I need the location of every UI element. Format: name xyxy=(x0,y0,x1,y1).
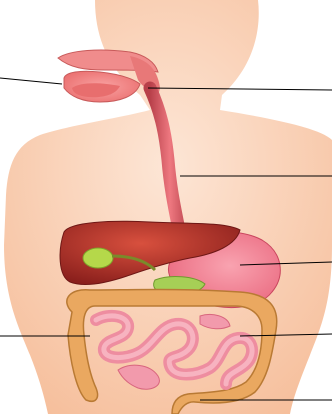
leader-line-mouth xyxy=(0,78,62,84)
gallbladder-icon xyxy=(83,248,113,268)
